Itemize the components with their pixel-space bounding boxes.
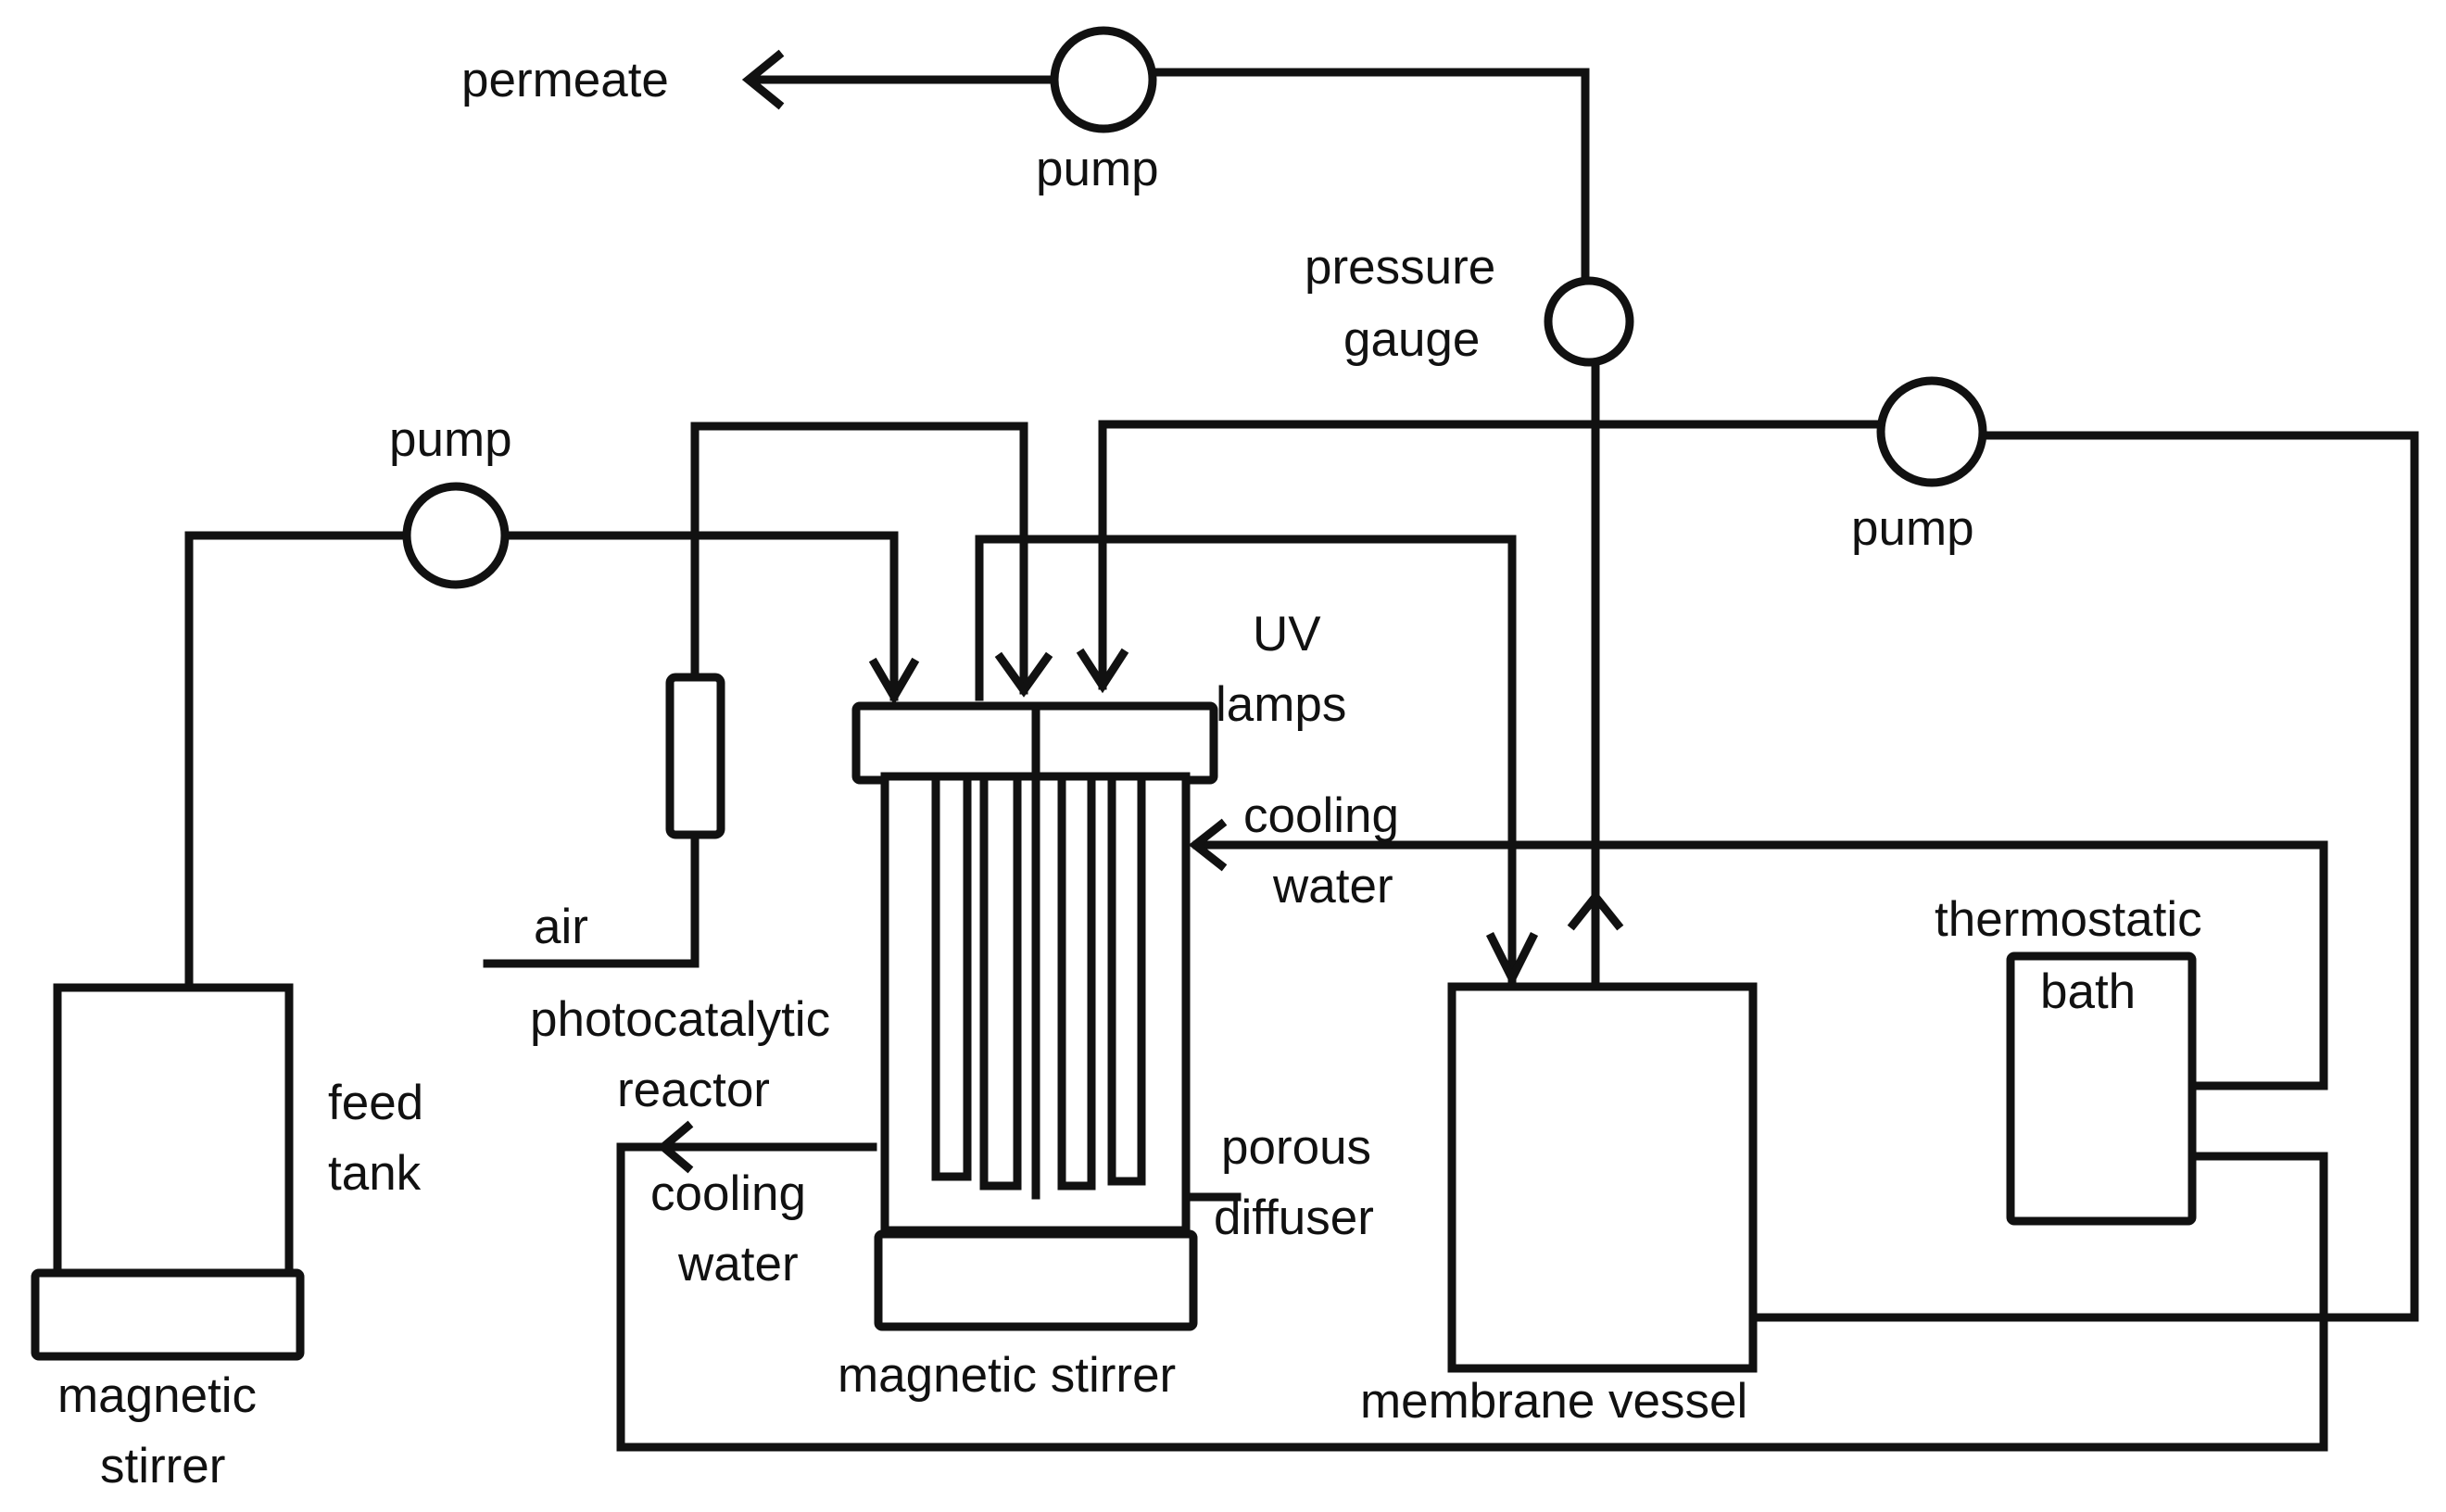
uv-lamp (1057, 778, 1096, 1191)
uv-lamp (1107, 778, 1146, 1186)
pumps (402, 26, 1987, 589)
label-porous: porous (1221, 1120, 1371, 1175)
air-line (483, 829, 700, 968)
uv-lamp (979, 778, 1022, 1191)
air-to-reactor-line (690, 422, 1028, 695)
label-cooling-in: cooling (1243, 788, 1399, 843)
cooling-in-arrow-icon (1188, 818, 1228, 872)
membrane-outlet-arrow-icon (1567, 889, 1624, 931)
feed-line (184, 531, 412, 992)
thermostatic-bath (2006, 951, 2197, 1226)
permeate-arrow-icon (741, 49, 785, 110)
cooling-water-in-line (1192, 840, 2328, 1090)
equipment (31, 673, 2197, 1373)
label-magnetic-left: magnetic (57, 1368, 257, 1423)
label-photocatalytic: photocatalytic (530, 992, 830, 1047)
label-water-out: water (677, 1237, 799, 1292)
label-stirrer-left: stirrer (100, 1439, 225, 1493)
label-pump-left: pump (389, 412, 512, 467)
feed-tank (53, 983, 294, 1279)
reactor-to-membrane-arrow-icon (1485, 931, 1539, 989)
recycle-arrow-icon (1076, 648, 1129, 694)
membrane-vessel (1447, 982, 1758, 1373)
label-permeate: permeate (461, 53, 669, 107)
pressure-gauge-icon (1544, 276, 1634, 367)
label-thermostatic: thermostatic (1935, 892, 2202, 947)
label-water-in: water (1272, 859, 1393, 914)
label-lamps: lamps (1216, 677, 1346, 732)
pump-top-icon (1050, 26, 1157, 133)
label-air: air (534, 900, 588, 954)
feed-arrow-icon (868, 657, 920, 705)
recycle-to-reactor-line (1098, 420, 1885, 690)
label-pump-top: pump (1036, 142, 1159, 196)
label-reactor: reactor (617, 1063, 770, 1117)
pump-right-icon (1876, 376, 1987, 487)
reactor-to-membrane-line (975, 535, 1517, 983)
label-diffuser: diffuser (1214, 1191, 1374, 1245)
label-tank: tank (328, 1146, 422, 1201)
uv-lamps (931, 778, 1146, 1191)
cooling-out-arrow-icon (657, 1120, 694, 1174)
uv-lamp (931, 778, 972, 1181)
label-bath: bath (2040, 964, 2136, 1019)
label-uv: UV (1253, 607, 1321, 662)
label-gauge: gauge (1343, 312, 1480, 367)
label-cooling-out: cooling (650, 1166, 806, 1221)
label-membrane-vessel: membrane vessel (1360, 1374, 1747, 1429)
label-pressure: pressure (1305, 240, 1495, 295)
magnetic-stirrer-center (874, 1229, 1198, 1331)
label-pump-right: pump (1851, 501, 1974, 556)
permeate-suction-line (1151, 68, 1590, 288)
labels: permeate pump pressure gauge pump pump U… (57, 53, 2202, 1493)
label-magnetic-stirrer-center: magnetic stirrer (838, 1348, 1176, 1403)
air-filter (665, 673, 725, 839)
magnetic-stirrer-left (31, 1268, 305, 1361)
air-arrow-icon (994, 651, 1053, 698)
pump-left-icon (402, 482, 510, 589)
feed-to-reactor-line (500, 531, 899, 701)
pipes (184, 49, 2419, 1452)
recycle-line (1751, 431, 2419, 1322)
label-feed: feed (328, 1076, 423, 1130)
